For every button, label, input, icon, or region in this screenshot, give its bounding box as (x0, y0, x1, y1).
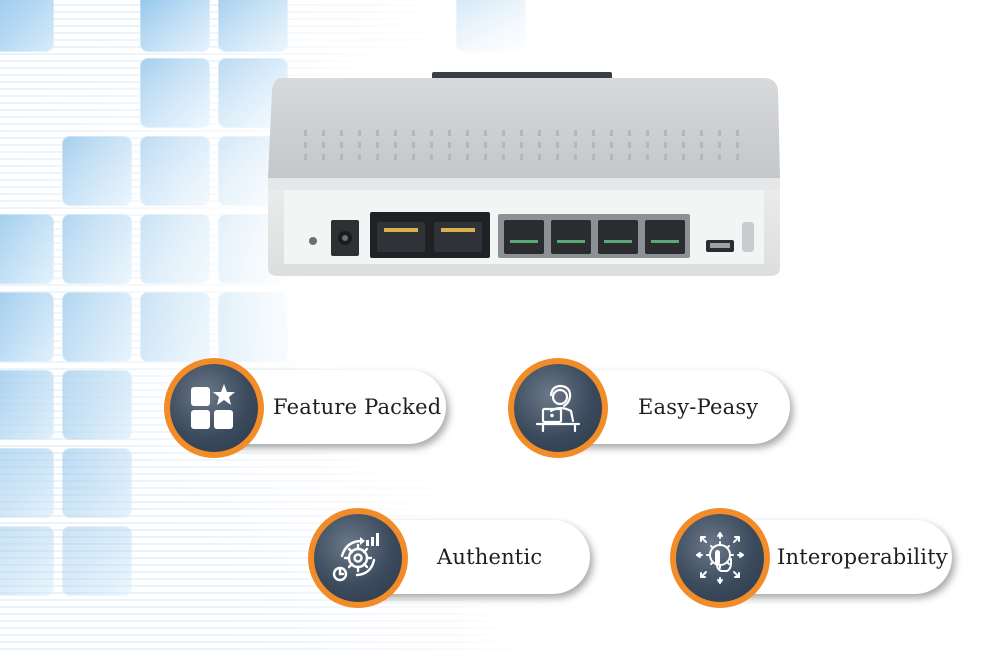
hand-gear-arrows-icon (696, 532, 744, 584)
feature-item: Authentic (308, 508, 590, 608)
feature-item: Interoperability (670, 508, 952, 608)
feature-badge (670, 508, 770, 608)
feature-badge (308, 508, 408, 608)
network-device (268, 72, 780, 276)
feature-label: Interoperability (777, 545, 948, 569)
feature-badge (508, 358, 608, 458)
feature-badge (164, 358, 264, 458)
grid-star-icon (191, 384, 235, 429)
feature-item: Feature Packed (164, 358, 446, 458)
gear-growth-icon (332, 533, 379, 582)
feature-label: Feature Packed (273, 395, 442, 419)
feature-label: Easy-Peasy (638, 395, 759, 419)
feature-item: Easy-Peasy (508, 358, 790, 458)
person-laptop-icon (535, 384, 581, 433)
feature-label: Authentic (437, 545, 543, 569)
